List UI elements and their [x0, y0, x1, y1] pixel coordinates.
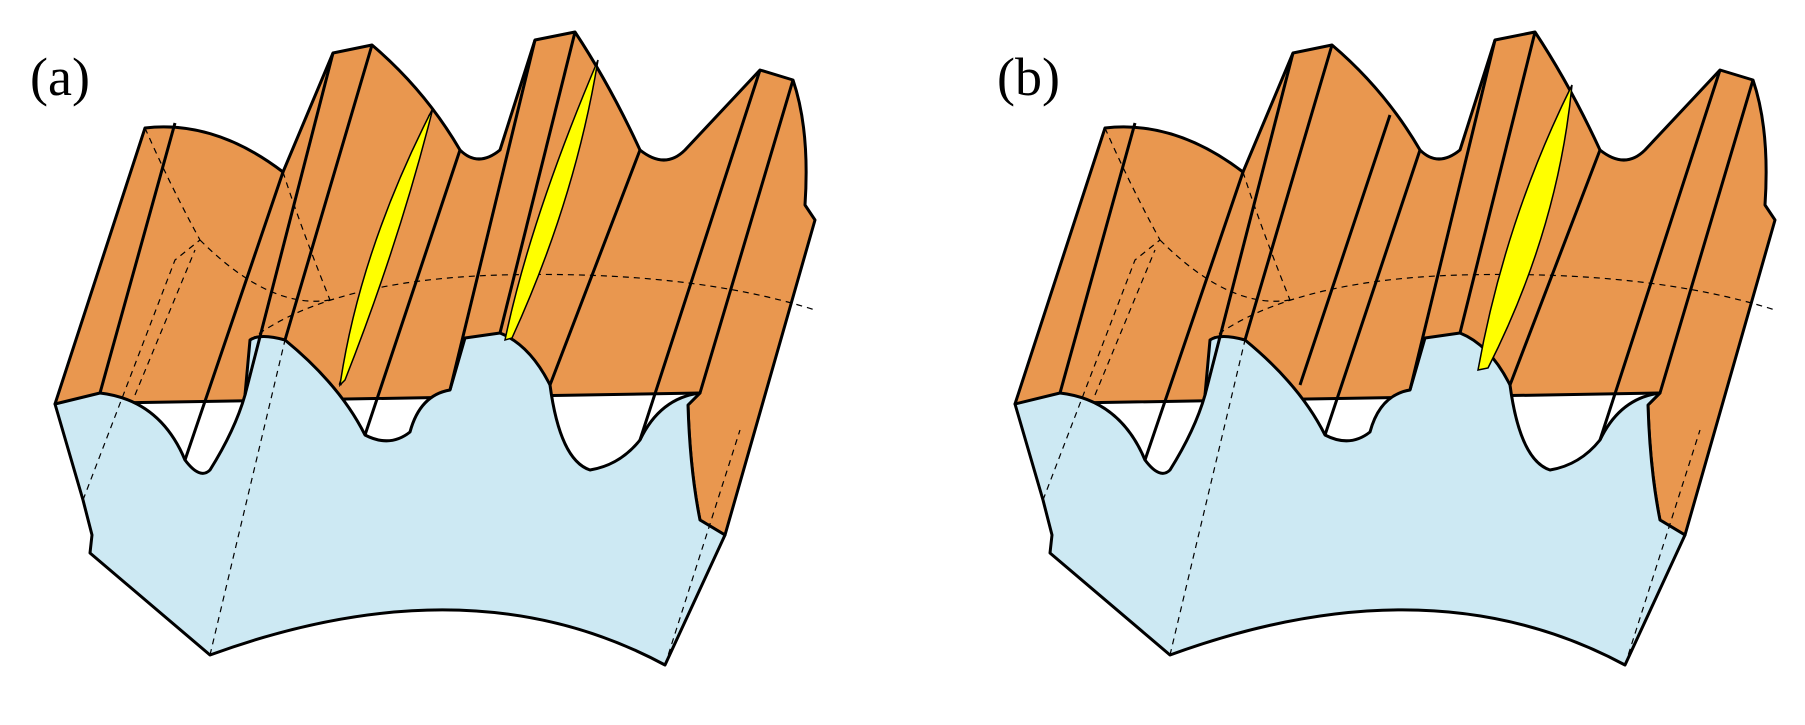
- contact-line-2: [504, 59, 599, 342]
- panel-label-b: (b): [997, 47, 1060, 107]
- contact-line-1: [338, 107, 434, 388]
- contact-line-wide: [1477, 84, 1573, 371]
- panel-label-a: (a): [30, 47, 90, 107]
- panel-b: (b): [997, 30, 1777, 667]
- panel-a: (a): [30, 30, 817, 667]
